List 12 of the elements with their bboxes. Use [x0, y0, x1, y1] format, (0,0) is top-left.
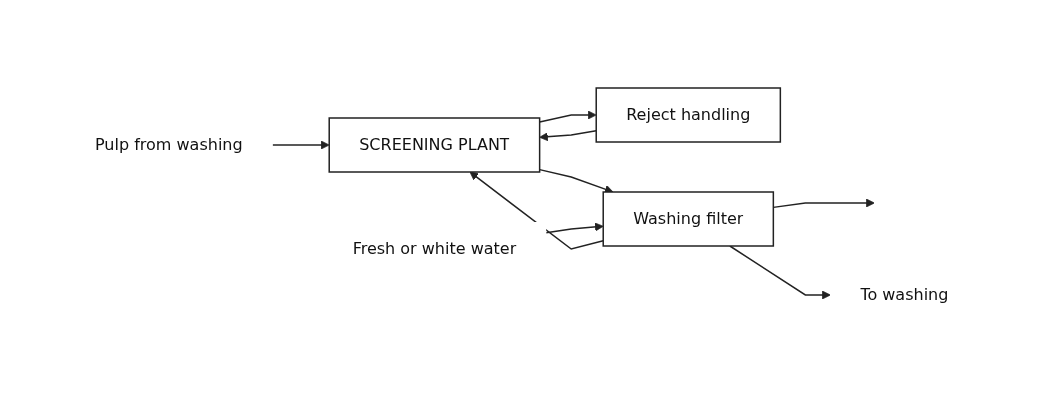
node-box: Washing filter — [602, 190, 774, 247]
node-text: Fresh or white water — [352, 238, 517, 258]
arrow — [539, 129, 597, 141]
node-text: Pulp from washing — [94, 134, 243, 154]
arrow — [469, 171, 604, 250]
node-text: To washing — [860, 284, 949, 304]
arrow — [538, 168, 614, 193]
arrow — [545, 222, 604, 233]
node-box: SCREENING PLANT — [328, 116, 541, 173]
node-box: Reject handling — [595, 86, 781, 143]
arrow — [271, 140, 330, 149]
arrow — [728, 244, 831, 299]
